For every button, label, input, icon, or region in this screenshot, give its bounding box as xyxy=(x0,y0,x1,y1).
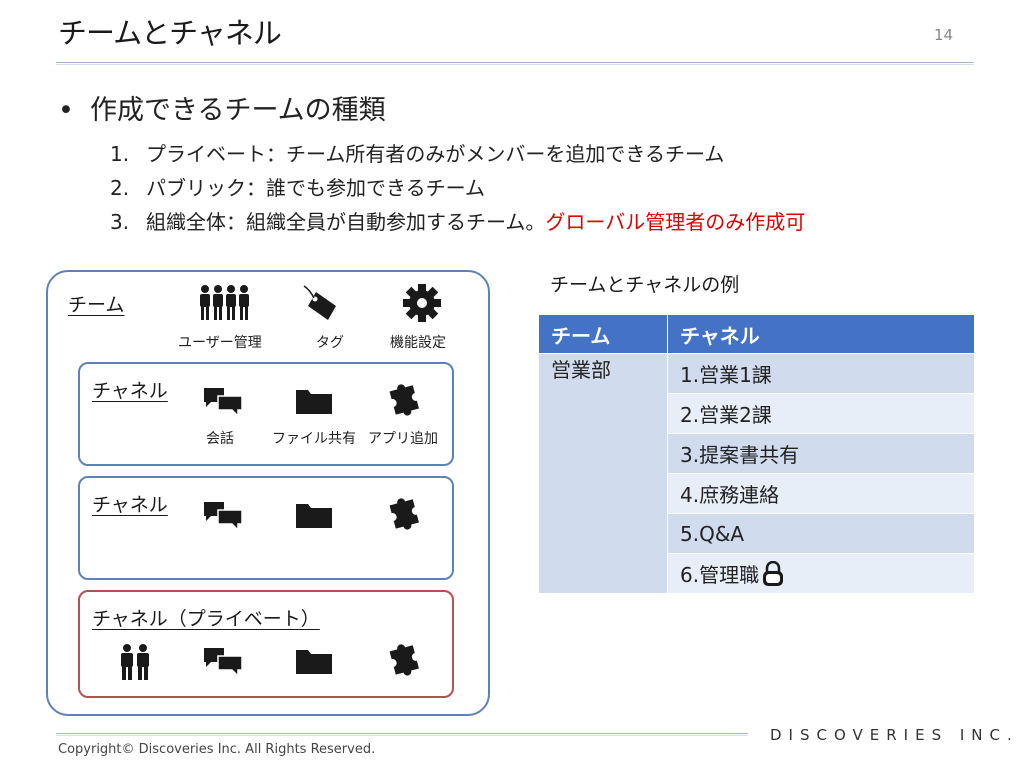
team-channel-table: チーム チャネル 営業部 1.営業1課 2.営業2課 3.提案書共有 4.庶務連… xyxy=(538,314,975,594)
table-header: チャネル xyxy=(667,314,975,354)
team-icon-caption: ユーザー管理 xyxy=(178,335,262,351)
people-group-icon xyxy=(200,285,249,320)
header-divider xyxy=(56,62,974,63)
table-row: 4.庶務連絡 xyxy=(539,473,975,514)
company-logo: DISCOVERIES INC. xyxy=(770,726,1019,744)
chat-icon xyxy=(204,502,243,532)
footer-divider-shadow xyxy=(56,735,748,736)
channel-cell: 1.営業1課 xyxy=(667,353,975,394)
channel-cell: 3.提案書共有 xyxy=(667,433,975,474)
list-item: 3. 組織全体：組織全員が自動参加するチーム。グローバル管理者のみ作成可 xyxy=(110,206,805,235)
bullet-heading-text: 作成できるチームの種類 xyxy=(90,95,386,126)
channel-icon-caption: アプリ追加 xyxy=(368,431,438,447)
table-header-row: チーム チャネル xyxy=(538,314,975,354)
page-number: 14 xyxy=(934,26,954,44)
gear-icon xyxy=(403,284,441,322)
team-label: チーム xyxy=(68,294,125,316)
table-row: 2.営業2課 xyxy=(539,393,975,434)
list-number: 1. xyxy=(110,142,130,166)
team-cell: 営業部 xyxy=(538,353,668,594)
puzzle-icon xyxy=(389,384,419,416)
list-text: 組織全体：組織全員が自動参加するチーム。 xyxy=(146,210,546,234)
list-note: グローバル管理者のみ作成可 xyxy=(545,210,806,234)
bullet-dot: • xyxy=(58,95,74,126)
channel-cell: 6.管理職 xyxy=(667,553,975,594)
channel-box xyxy=(78,476,454,580)
lock-icon xyxy=(763,560,784,586)
channel-cell-text: 6.管理職 xyxy=(680,563,760,587)
channel-cell: 5.Q&A xyxy=(667,513,975,554)
table-row: 6.管理職 xyxy=(539,553,975,594)
slide-title: チームとチャネル xyxy=(58,16,282,50)
channel-label: チャネル xyxy=(92,494,168,516)
list-item: 1. プライベート：チーム所有者のみがメンバーを追加できるチーム xyxy=(110,138,724,167)
puzzle-icon xyxy=(389,498,419,530)
footer-divider xyxy=(56,733,748,734)
folder-icon xyxy=(296,390,332,414)
folder-icon xyxy=(296,650,332,674)
channel-label: チャネル xyxy=(92,380,168,402)
channel-icon-caption: ファイル共有 xyxy=(272,431,356,447)
people-pair-icon xyxy=(121,644,149,680)
channel-label: チャネル（プライベート） xyxy=(92,608,320,630)
list-number: 2. xyxy=(110,176,130,200)
table-caption: チームとチャネルの例 xyxy=(550,274,740,296)
list-text: パブリック：誰でも参加できるチーム xyxy=(146,176,485,200)
list-text: プライベート：チーム所有者のみがメンバーを追加できるチーム xyxy=(146,142,725,166)
puzzle-icon xyxy=(389,644,419,676)
copyright-text: Copyright© Discoveries Inc. All Rights R… xyxy=(58,742,376,757)
bullet-heading: • 作成できるチームの種類 xyxy=(58,88,386,127)
chat-icon xyxy=(204,388,243,418)
channel-box xyxy=(78,362,454,466)
channel-cell: 4.庶務連絡 xyxy=(667,473,975,514)
header-divider-shadow xyxy=(56,64,974,65)
channel-cell: 2.営業2課 xyxy=(667,393,975,434)
table-row: 5.Q&A xyxy=(539,513,975,554)
team-icon-caption: 機能設定 xyxy=(390,335,446,351)
channel-icon-caption: 会話 xyxy=(206,431,234,447)
tag-icon xyxy=(303,285,336,320)
folder-icon xyxy=(296,504,332,528)
list-item: 2. パブリック：誰でも参加できるチーム xyxy=(110,172,485,201)
list-number: 3. xyxy=(110,210,130,234)
team-icon-caption: タグ xyxy=(316,335,344,351)
table-row: 営業部 1.営業1課 xyxy=(538,353,975,594)
chat-icon xyxy=(204,648,243,678)
table-header: チーム xyxy=(538,314,668,354)
